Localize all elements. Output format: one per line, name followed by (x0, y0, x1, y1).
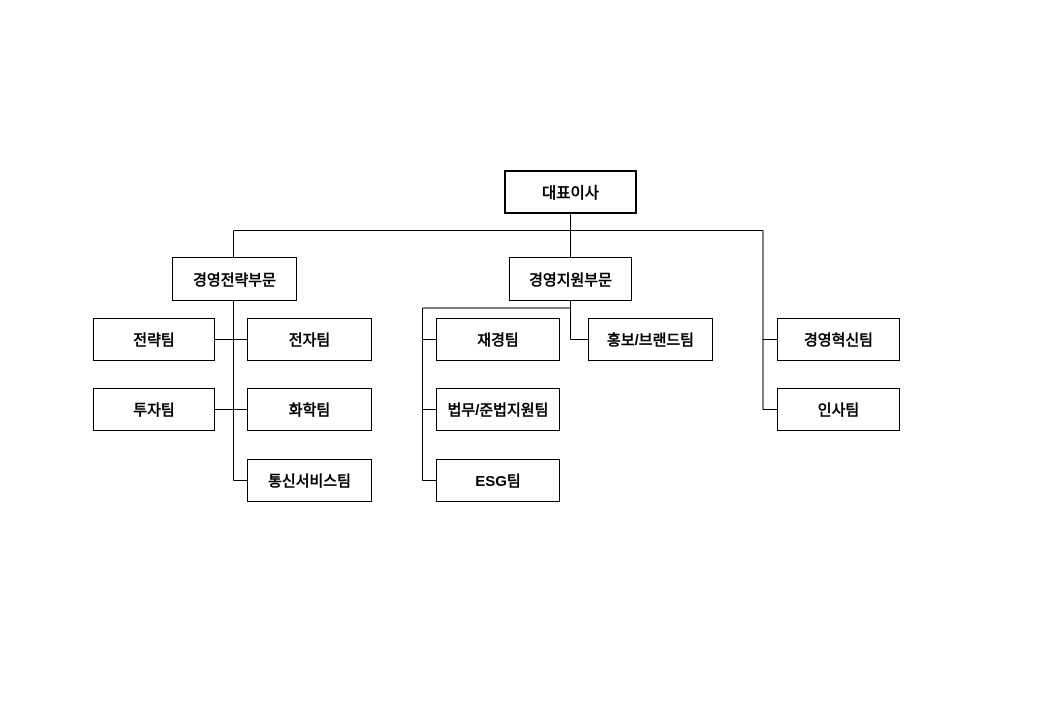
node-telecom-service-team: 통신서비스팀 (247, 459, 372, 502)
node-strategy-team: 전략팀 (93, 318, 215, 361)
node-esg-team: ESG팀 (436, 459, 560, 502)
node-innovation-team: 경영혁신팀 (777, 318, 900, 361)
node-chemical-team: 화학팀 (247, 388, 372, 431)
node-strategy-division: 경영전략부문 (172, 257, 297, 301)
node-pr-brand-team: 홍보/브랜드팀 (588, 318, 713, 361)
node-support-division: 경영지원부문 (509, 257, 632, 301)
node-ceo: 대표이사 (504, 170, 637, 214)
node-investment-team: 투자팀 (93, 388, 215, 431)
node-hr-team: 인사팀 (777, 388, 900, 431)
node-electronics-team: 전자팀 (247, 318, 372, 361)
node-finance-team: 재경팀 (436, 318, 560, 361)
node-legal-compliance-team: 법무/준법지원팀 (436, 388, 560, 431)
